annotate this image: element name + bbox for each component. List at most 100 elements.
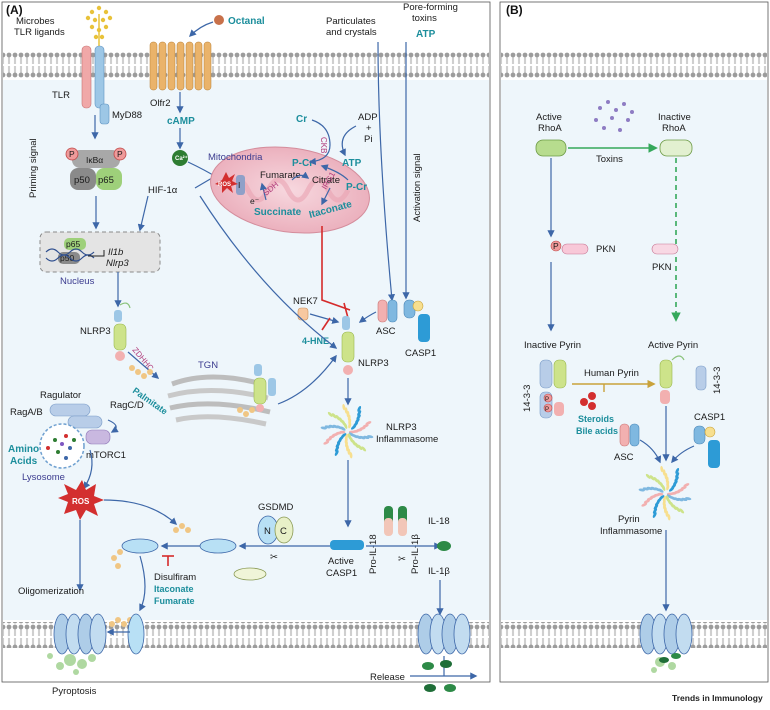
toxins-label: toxins bbox=[412, 13, 437, 24]
protein-1433-right bbox=[695, 365, 707, 391]
nlrp3-gene-label: Nlrp3 bbox=[106, 258, 129, 269]
pyroptosis-label: Pyroptosis bbox=[52, 686, 97, 697]
pcr-shuttle-arrow bbox=[320, 164, 349, 181]
asc-b-to-inflammasome-arrow bbox=[639, 439, 662, 464]
membrane-a-top bbox=[3, 52, 489, 78]
pkn-right-protein bbox=[651, 243, 679, 255]
pkn-left-protein bbox=[561, 243, 589, 255]
succinate-to-fumarate-arrow bbox=[259, 182, 267, 201]
panel-b-cytosol bbox=[501, 80, 767, 620]
gsdmd-c-fragment bbox=[233, 567, 267, 581]
gsdmd-to-membrane-arrow bbox=[139, 555, 146, 612]
pro-il18-label: Pro-IL-18 bbox=[368, 534, 379, 574]
palmitate-chain-icon bbox=[129, 365, 153, 379]
electron-label: e⁻ bbox=[250, 196, 260, 206]
pcr1-label: P-Cr bbox=[292, 158, 313, 169]
gsdmd-c-label: C bbox=[280, 526, 287, 537]
ros-to-gsdmd-arrow bbox=[103, 499, 178, 525]
inactive-rhoa-label-2: RhoA bbox=[662, 123, 686, 134]
steroids-bile-acids-icon bbox=[580, 392, 596, 410]
fumarate-mito-label: Fumarate bbox=[260, 170, 301, 181]
mtorc1-label: mTORC1 bbox=[86, 450, 126, 461]
casp1-label: CASP1 bbox=[405, 348, 436, 359]
nfkb-complex bbox=[65, 147, 127, 190]
il1b-gene-label: Il1b bbox=[108, 247, 123, 258]
active-label-1: Active bbox=[328, 556, 354, 567]
octanal-molecule-icon bbox=[214, 15, 224, 25]
calcium-icon bbox=[172, 150, 188, 166]
casp1-b-to-inflammasome-arrow bbox=[671, 445, 695, 464]
priming-signal-label: Priming signal bbox=[28, 138, 39, 198]
hif-from-ros-line bbox=[194, 177, 213, 189]
gsdmd-n-fragment-2 bbox=[199, 538, 237, 554]
asc-to-nlrp3-arrow bbox=[358, 311, 377, 323]
zdhhc-arrow bbox=[127, 351, 160, 379]
adp-label: ADP bbox=[358, 112, 378, 123]
active-rhoa-label-2: RhoA bbox=[538, 123, 562, 134]
inactive-pyrin-complex bbox=[539, 359, 567, 419]
p-mark-1: P bbox=[69, 149, 75, 159]
complex-i-protein bbox=[236, 175, 245, 195]
hne-inhibit-line bbox=[321, 317, 331, 331]
tlr-ligands-label: TLR ligands bbox=[14, 27, 65, 38]
tlr-receptor bbox=[81, 45, 105, 109]
pyrin-p-mark-2: P bbox=[545, 407, 549, 413]
human-pyrin-label: Human Pyrin bbox=[584, 368, 639, 379]
camp-label: cAMP bbox=[167, 116, 195, 127]
released-cytokines-icon bbox=[422, 660, 456, 692]
atp-top-label: ATP bbox=[416, 29, 436, 40]
asc-label: ASC bbox=[376, 326, 396, 337]
ros-label: ROS bbox=[72, 497, 90, 506]
asc-b-protein bbox=[619, 423, 640, 447]
pyrin-p-mark-1: P bbox=[545, 397, 549, 403]
ros-to-nlrp3-arrow bbox=[199, 195, 338, 349]
pkn-left-label: PKN bbox=[596, 244, 616, 255]
asc-protein bbox=[377, 299, 398, 323]
succinate-label: Succinate bbox=[254, 207, 302, 218]
inactive-rhoa-label-1: Inactive bbox=[658, 112, 691, 123]
tlr-ligand-tree-icon bbox=[85, 5, 113, 48]
pi-label: Pi bbox=[364, 134, 372, 145]
lysosome bbox=[39, 423, 85, 469]
ros-burst-icon bbox=[58, 480, 104, 520]
active-rhoa-label-1: Active bbox=[536, 112, 562, 123]
membrane-b-top bbox=[501, 52, 767, 78]
pyroptosis-debris-icon bbox=[47, 653, 96, 675]
nlrp3-center-protein bbox=[341, 316, 355, 375]
active-pyrin-protein bbox=[659, 359, 673, 404]
pkn-right-label: PKN bbox=[652, 262, 672, 273]
tgn-label: TGN bbox=[198, 360, 218, 371]
casp1-b-protein bbox=[693, 425, 720, 468]
nek7-to-nlrp3-arrow bbox=[309, 313, 340, 324]
scissors-icon-2: ✂ bbox=[398, 554, 406, 565]
nlrp3-inflammasome-icon bbox=[320, 403, 374, 459]
ragulator-complex bbox=[49, 403, 103, 429]
inflammasome-label-1: NLRP3 bbox=[386, 422, 417, 433]
active-casp1-protein bbox=[330, 540, 364, 550]
pyrin-inflammasome-icon bbox=[638, 465, 692, 521]
ragulator-label: Ragulator bbox=[40, 390, 81, 401]
plus-label: + bbox=[366, 123, 372, 134]
p-mark-2: P bbox=[117, 149, 123, 159]
gsdmd-insert-icon bbox=[127, 613, 145, 655]
ros-small-label: ROS bbox=[218, 182, 231, 188]
release-label: Release bbox=[370, 672, 405, 683]
pyroptosis-b-debris-icon bbox=[651, 657, 676, 673]
raga-label: RagA/B bbox=[10, 407, 43, 418]
gsdmd-pore-left-icon bbox=[53, 613, 107, 655]
casp1-protein bbox=[403, 299, 430, 342]
gsdmd-n-fragment-1 bbox=[121, 538, 159, 554]
nucleus-label: Nucleus bbox=[60, 276, 95, 287]
tlr-label: TLR bbox=[52, 90, 70, 101]
citrate-to-itaconate-arrow bbox=[321, 187, 331, 206]
mtorc1-protein bbox=[85, 429, 111, 445]
and-crystals-label: and crystals bbox=[326, 27, 377, 38]
nek7-protein bbox=[297, 307, 309, 321]
octanal-label: Octanal bbox=[228, 16, 265, 27]
myd88-protein bbox=[99, 103, 110, 125]
nek7-label: NEK7 bbox=[293, 296, 318, 307]
protein-1433-right-label: 14-3-3 bbox=[712, 367, 723, 394]
olfr2-label: Olfr2 bbox=[150, 98, 171, 109]
